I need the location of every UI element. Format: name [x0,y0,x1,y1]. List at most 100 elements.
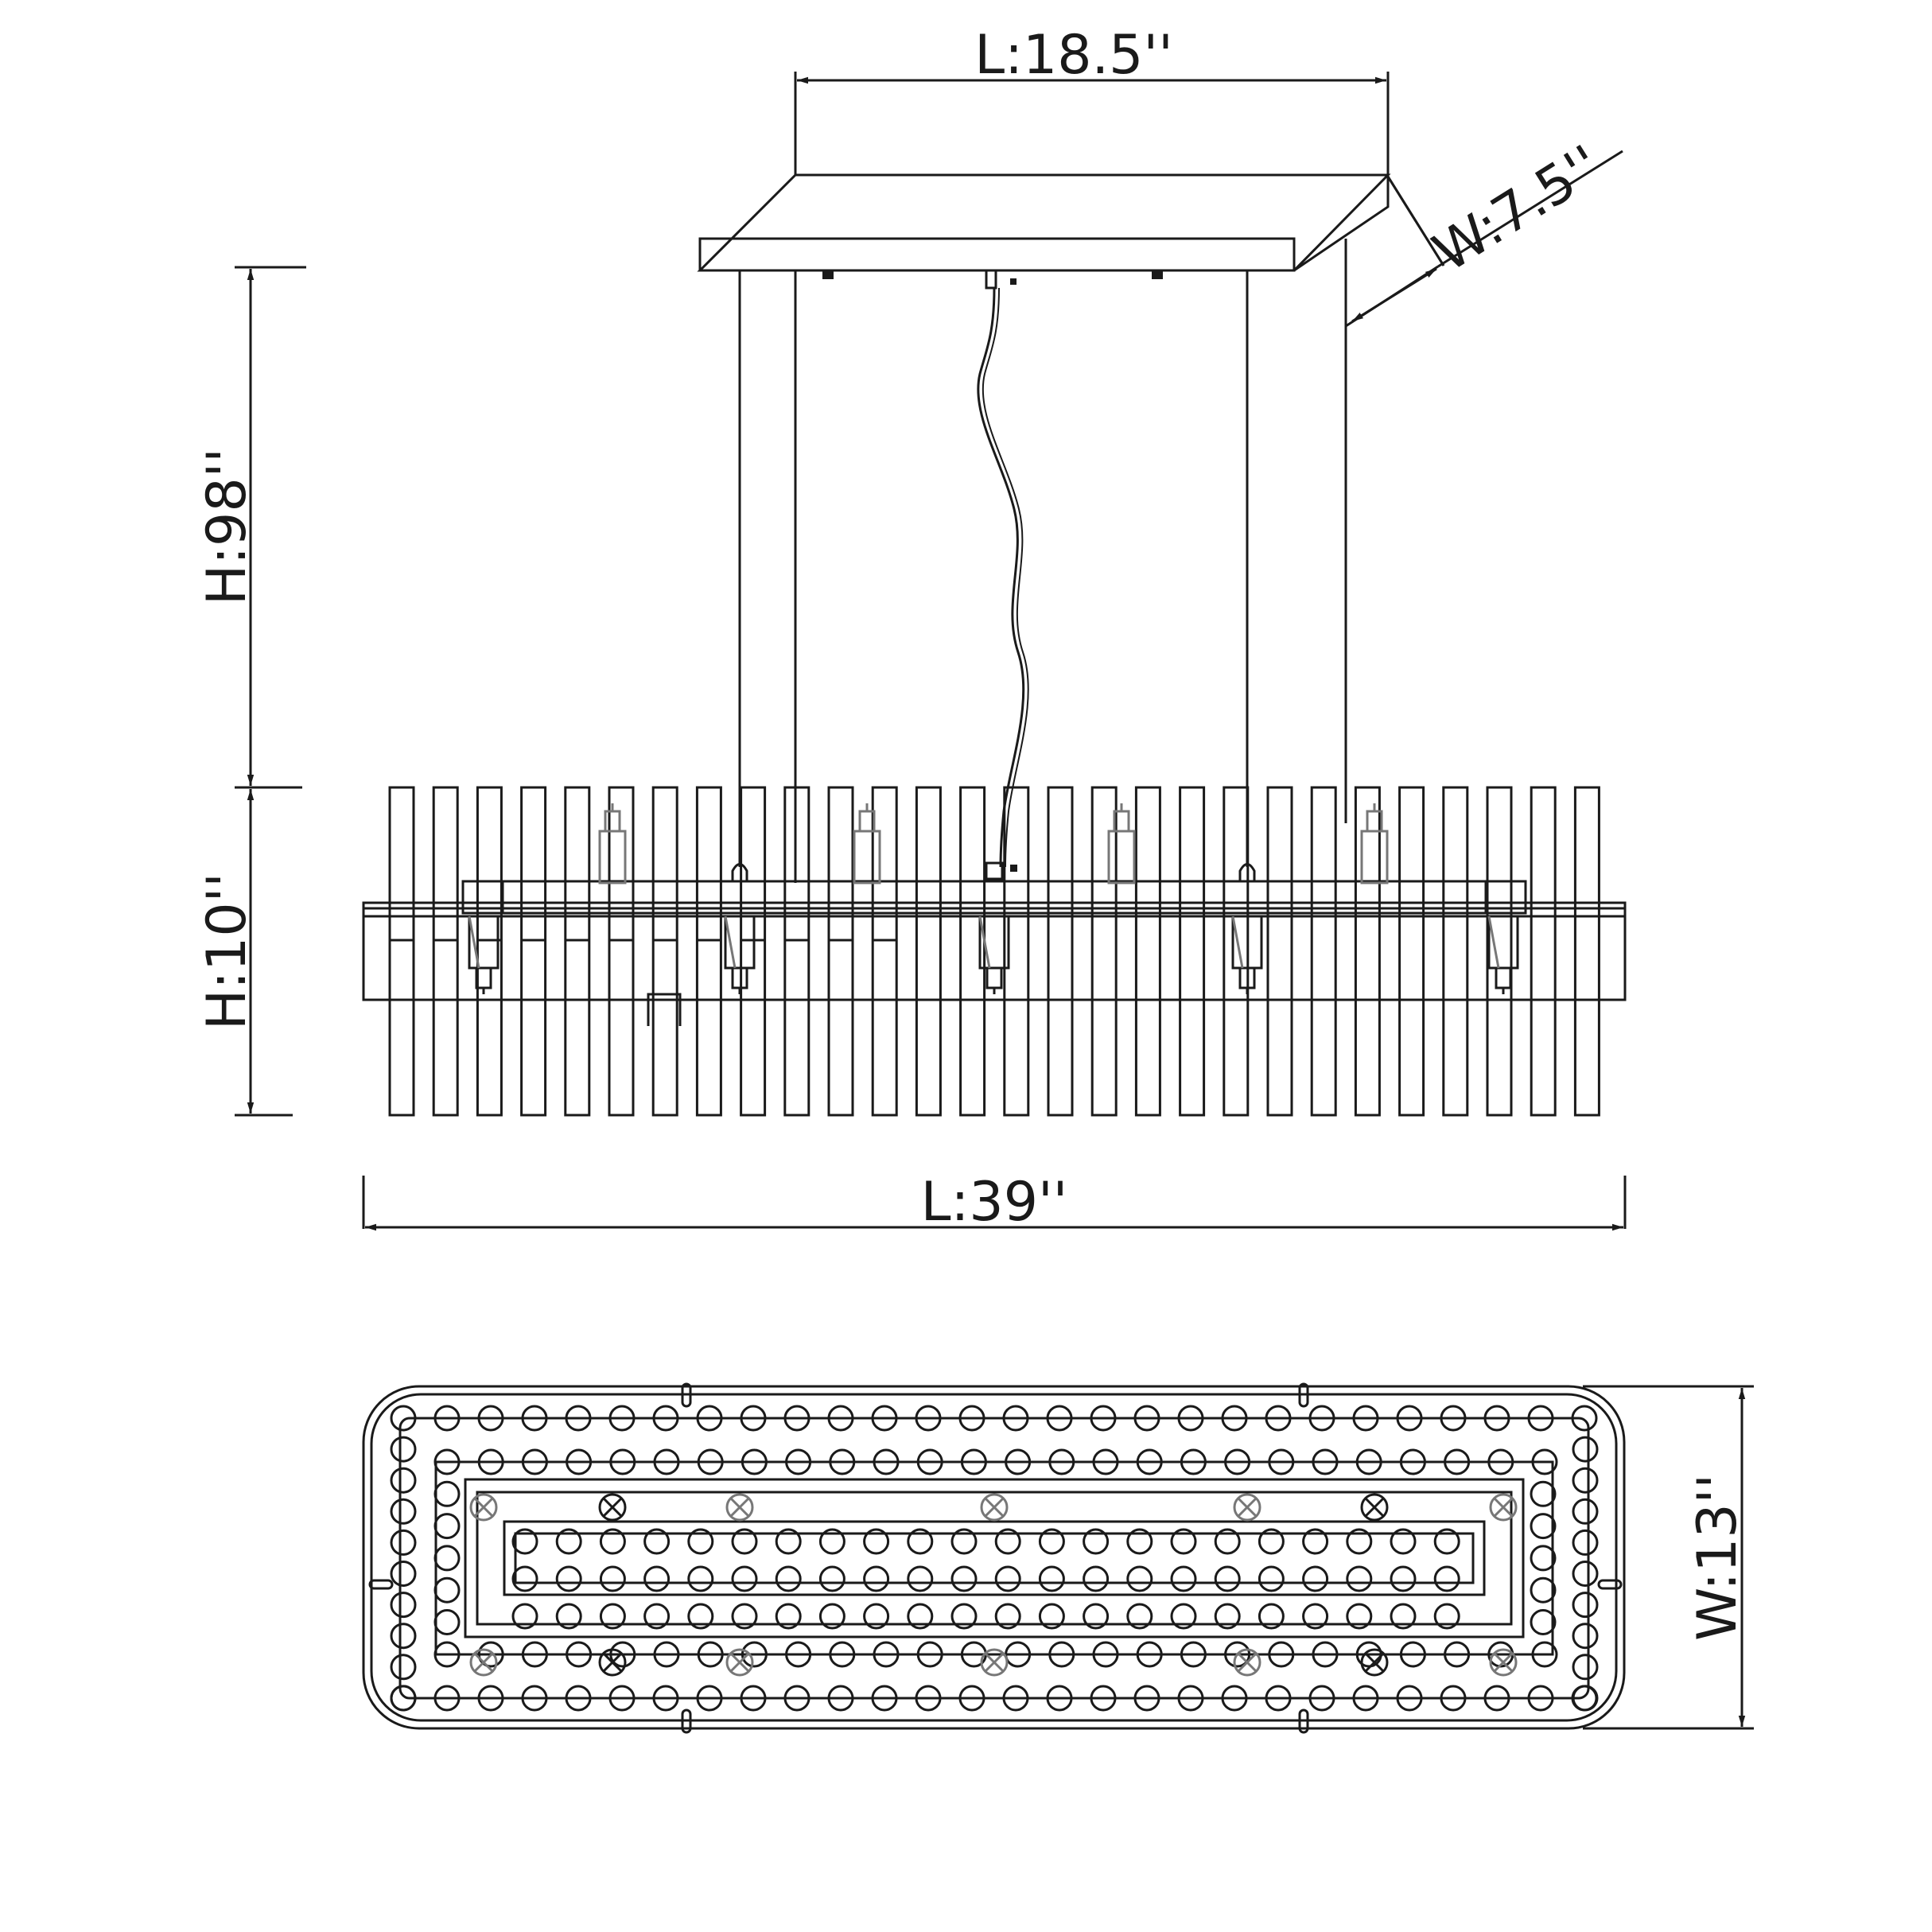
top-view [362,1382,1626,1734]
cord-connector-dot [1010,865,1017,872]
crystal-dot [915,1685,942,1712]
upper-bulb-icon [853,803,881,884]
crystal-dot [477,1448,504,1475]
crystal-dot [555,1565,582,1592]
crystal-rod [1398,786,1425,1117]
crystal-dot [1530,1513,1557,1540]
crystal-dot [873,1448,900,1475]
crystal-dot [1258,1603,1285,1630]
crystal-dot [1308,1685,1335,1712]
screw-icon [1233,1648,1261,1677]
top-outer-rail [398,1417,1590,1700]
screw-icon [1360,1493,1389,1522]
upper-bulb-icon [598,803,627,884]
crystal-dot [1346,1603,1373,1630]
crystal-dot [1170,1528,1197,1555]
crystal-dot [863,1528,890,1555]
top-mid-rail [434,1460,1554,1656]
crystal-dot [477,1641,504,1668]
crystal-rod [1134,786,1161,1117]
crystal-rod [388,786,415,1117]
crystal-dot [643,1603,671,1630]
crystal-dot [1133,1405,1160,1432]
crystal-rod [1047,786,1074,1117]
crystal-dot [1005,1448,1032,1475]
crystal-dot [1005,1641,1032,1668]
crystal-dot [390,1592,417,1619]
crystal-rod [827,786,854,1117]
screw-icon [980,1493,1009,1522]
top-core-frame-2 [514,1532,1475,1584]
crystal-dot [697,1641,724,1668]
crystal-dot [1133,1685,1160,1712]
top-outer-frame [362,1385,1626,1730]
crystal-rod [695,786,722,1117]
crystal-dot [433,1405,461,1432]
crystal-dot [1312,1448,1339,1475]
screw-icon [725,1493,754,1522]
crystal-dot [1092,1448,1119,1475]
crystal-dot [1048,1448,1075,1475]
crystal-dot [783,1685,811,1712]
crystal-dot [1214,1603,1241,1630]
dimension-overall-width: W:13'' [1583,1385,1754,1730]
rod-hooks [731,863,1256,881]
crystal-dot [1038,1565,1065,1592]
crystal-dot [599,1603,626,1630]
lower-bulbs [468,915,1519,994]
crystal-rod [915,786,942,1117]
crystal-dot [1048,1641,1075,1668]
crystal-dot [818,1603,845,1630]
crystal-rod [651,786,678,1117]
crystal-dot [1265,1405,1292,1432]
crystal-dot [390,1436,417,1463]
crystal-dot [390,1623,417,1650]
crystal-dot [1390,1565,1417,1592]
crystal-dot [1396,1405,1423,1432]
crystal-dot [1221,1685,1248,1712]
crystal-dot [958,1685,985,1712]
crystal-rod [1003,786,1030,1117]
crystal-dot [653,1448,680,1475]
dimension-overall-height: H:98'' [196,266,306,789]
top-core-frame [503,1520,1486,1596]
crystal-dot [433,1685,461,1712]
crystal-dot [687,1603,714,1630]
crystal-rod [871,786,898,1117]
crystal-dot [1083,1603,1110,1630]
crystal-dot [916,1448,943,1475]
crystal-dot [1214,1528,1241,1555]
side-view [362,173,1627,1117]
crystal-dot [1531,1641,1558,1668]
crystal-dot [1399,1641,1426,1668]
crystal-dot [1136,1641,1163,1668]
crystal-dot [1180,1448,1207,1475]
dimension-overall-length: L:39'' [362,1171,1627,1234]
lower-bulb-icon [724,915,756,994]
crystal-dot [1352,1685,1379,1712]
crystal-dot [687,1565,714,1592]
crystal-dot [1221,1405,1248,1432]
crystal-dot [740,1405,767,1432]
suspension-rods [738,239,1347,883]
crystal-dot [1136,1448,1163,1475]
upper-bulb-icon [1107,803,1136,884]
crystal-dot [785,1641,812,1668]
crystal-dot [1126,1603,1153,1630]
crystal-dot [731,1565,758,1592]
lower-bulb-icon [468,915,500,994]
crystal-dot [1302,1528,1329,1555]
crystal-dot [565,1685,592,1712]
crystal-dot [1258,1565,1285,1592]
crystal-dot [1346,1565,1373,1592]
canopy [697,173,1391,272]
crystal-rod [1530,786,1557,1117]
crystal-dot [433,1641,461,1668]
crystal-rod [1266,786,1293,1117]
crystal-dot [960,1448,987,1475]
crystal-dot [1572,1561,1599,1587]
crystal-dot [829,1641,856,1668]
screw-icon [598,1493,627,1522]
crystal-dot [390,1654,417,1681]
